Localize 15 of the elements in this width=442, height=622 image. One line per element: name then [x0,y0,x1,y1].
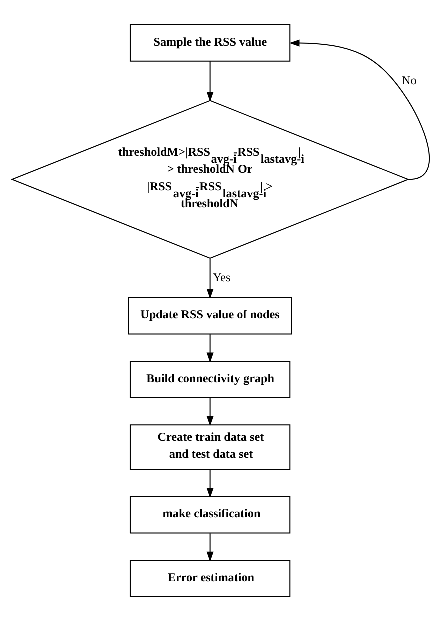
node-box: Update RSS value of nodes [128,297,292,335]
arrow [290,40,430,180]
arrow [206,398,214,426]
node-box: Error estimation [130,560,291,598]
arrow [206,62,214,102]
arrow [206,534,214,562]
node-box: make classification [130,496,291,534]
arrow [206,258,214,300]
node-box: Create train data set and test data set [130,424,291,470]
node-box: Build connectivity graph [130,361,291,398]
node-box: Sample the RSS value [130,24,291,62]
arrow [206,334,214,363]
arrow [206,470,214,498]
edge-label: No [402,73,417,88]
edge-label: Yes [213,270,231,284]
